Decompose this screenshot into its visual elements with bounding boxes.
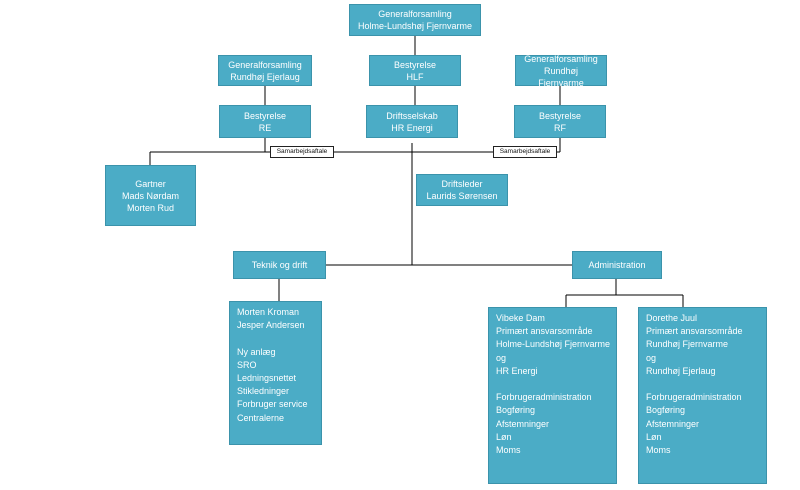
- node-line: Mads Nørdam: [121, 190, 179, 201]
- node-line: Bogføring: [496, 405, 536, 416]
- node-teknik-staff: Morten Kroman Jesper Andersen Ny anlæg S…: [229, 301, 322, 445]
- node-line: Teknik og drift: [251, 260, 308, 270]
- node-line: Stikledninger: [237, 386, 290, 397]
- node-line: SRO: [237, 359, 257, 370]
- node-line: Administration: [588, 260, 646, 270]
- node-line: Vibeke Dam: [496, 313, 545, 323]
- node-line: Forbrugeradministration: [496, 392, 592, 403]
- node-line: og: [646, 352, 657, 363]
- samarbejdsaftale-label-left: Samarbejdsaftale: [270, 146, 334, 158]
- node-line: Laurids Sørensen: [426, 191, 498, 201]
- node-line: Forbruger service: [237, 399, 308, 410]
- node-bestyrelse-rf: Bestyrelse RF: [514, 105, 606, 138]
- samarbejdsaftale-label-right: Samarbejdsaftale: [493, 146, 557, 158]
- node-generalforsamling-re: Generalforsamling Rundhøj Ejerlaug: [218, 55, 312, 86]
- node-line: Morten Kroman: [237, 307, 300, 317]
- node-line: Generalforsamling: [378, 9, 452, 19]
- node-line: Dorethe Juul: [646, 313, 698, 323]
- node-line: Forbrugeradministration: [646, 392, 742, 403]
- node-line: Bogføring: [646, 405, 686, 416]
- node-line: HR Energi: [391, 122, 433, 133]
- node-line: Afstemninger: [646, 418, 700, 429]
- node-line: Ledningsnettet: [237, 373, 297, 383]
- node-dorethe-juul: Dorethe Juul Primært ansvarsområde Rundh…: [638, 307, 767, 484]
- node-line: Holme-Lundshøj Fjernvarme: [357, 21, 473, 31]
- node-line: Centralerne: [237, 412, 285, 423]
- node-line: Driftsleder: [441, 179, 483, 189]
- node-line: Rundhøj Ejerlaug: [230, 71, 300, 82]
- node-vibeke-dam: Vibeke Dam Primært ansvarsområde Holme-L…: [488, 307, 617, 484]
- node-line: Rundhøj Fjernvarme: [646, 339, 729, 350]
- node-line: HLF: [406, 71, 424, 82]
- node-line: og: [496, 352, 507, 363]
- node-line: Primært ansvarsområde: [496, 326, 593, 337]
- node-line: HR Energi: [496, 365, 538, 376]
- node-line: Løn: [646, 431, 662, 442]
- node-driftsselskab-hr-energi: Driftsselskab HR Energi: [366, 105, 458, 138]
- node-line: Generalforsamling: [524, 53, 598, 64]
- node-line: Driftsselskab: [386, 110, 438, 121]
- node-line: Moms: [646, 445, 671, 456]
- node-administration: Administration: [572, 251, 662, 279]
- node-bestyrelse-hlf: Bestyrelse HLF: [369, 55, 461, 86]
- node-teknik-og-drift: Teknik og drift: [233, 251, 326, 279]
- node-line: Rundhøj Ejerlaug: [646, 365, 716, 376]
- node-line: Generalforsamling: [228, 59, 302, 70]
- node-gartner: Gartner Mads Nørdam Morten Rud: [105, 165, 196, 226]
- node-line: Moms: [496, 445, 521, 456]
- node-generalforsamling-hlf: Generalforsamling Holme-Lundshøj Fjernva…: [349, 4, 481, 36]
- node-line: Afstemninger: [496, 418, 550, 429]
- node-line: Jesper Andersen: [237, 320, 305, 331]
- node-line: RF: [554, 122, 566, 133]
- node-line: Bestyrelse: [393, 59, 437, 70]
- node-generalforsamling-rf: Generalforsamling Rundhøj Fjernvarme: [515, 53, 607, 88]
- node-driftsleder: Driftsleder Laurids Sørensen: [416, 174, 508, 206]
- node-line: Primært ansvarsområde: [646, 326, 743, 337]
- node-line: Bestyrelse: [538, 110, 582, 121]
- node-line: Ny anlæg: [237, 346, 276, 357]
- node-bestyrelse-re: Bestyrelse RE: [219, 105, 311, 138]
- node-line: Gartner: [135, 178, 166, 189]
- node-line: Rundhøj Fjernvarme: [538, 65, 584, 88]
- node-line: RE: [258, 122, 272, 133]
- node-line: Morten Rud: [126, 202, 175, 213]
- node-line: Bestyrelse: [243, 110, 287, 121]
- node-line: Løn: [496, 431, 512, 442]
- node-line: Holme-Lundshøj Fjernvarme: [496, 339, 611, 350]
